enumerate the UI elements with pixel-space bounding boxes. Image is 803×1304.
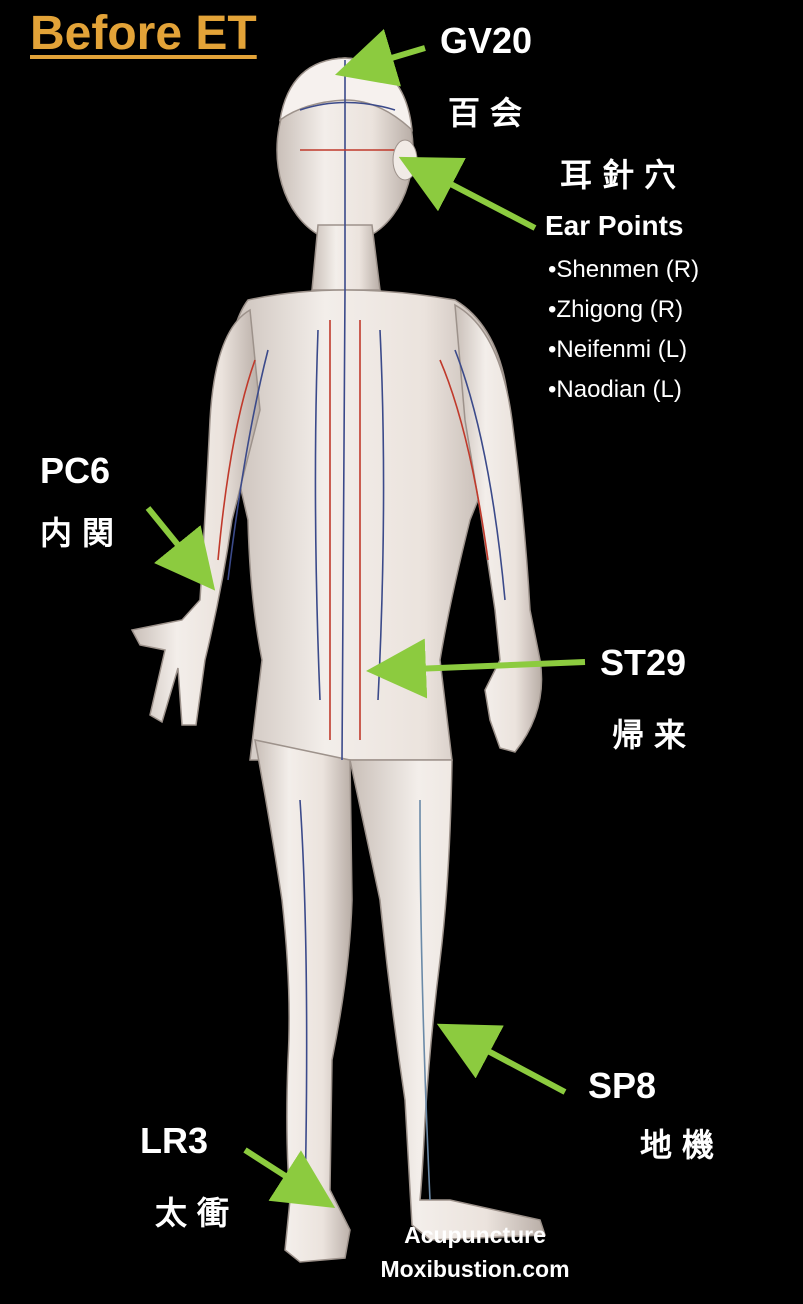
sp8-code: SP8 bbox=[588, 1065, 656, 1107]
st29-chinese: 帰来 bbox=[612, 710, 696, 756]
ear-points-heading: Ear Points bbox=[545, 210, 683, 242]
gv20-code: GV20 bbox=[440, 20, 532, 62]
ear-point-item: •Shenmen (R) bbox=[548, 256, 699, 284]
pc6-chinese: 内関 bbox=[40, 508, 124, 554]
arrow-sp8 bbox=[458, 1035, 565, 1092]
body-silhouette bbox=[132, 58, 545, 1262]
ear-point-item: •Zhigong (R) bbox=[548, 296, 683, 324]
gv20-chinese: 百会 bbox=[448, 88, 532, 134]
page-title: Before ET bbox=[30, 6, 257, 61]
arrow-pc6 bbox=[148, 508, 200, 572]
arrow-ear bbox=[420, 168, 535, 228]
ear-point-item: •Naodian (L) bbox=[548, 376, 682, 404]
ear-points-chinese: 耳針穴 bbox=[560, 150, 686, 196]
ear-shape bbox=[393, 140, 417, 180]
site-credit: Acupuncture Moxibustion.com bbox=[340, 1218, 610, 1286]
lr3-chinese: 太衝 bbox=[155, 1188, 239, 1234]
credit-line-1: Acupuncture bbox=[340, 1218, 610, 1252]
pc6-code: PC6 bbox=[40, 450, 110, 492]
lr3-code: LR3 bbox=[140, 1120, 208, 1162]
ear-point-item: •Neifenmi (L) bbox=[548, 336, 687, 364]
sp8-chinese: 地機 bbox=[640, 1120, 724, 1166]
arrow-gv20 bbox=[358, 48, 425, 68]
credit-line-2: Moxibustion.com bbox=[340, 1252, 610, 1286]
st29-code: ST29 bbox=[600, 642, 686, 684]
